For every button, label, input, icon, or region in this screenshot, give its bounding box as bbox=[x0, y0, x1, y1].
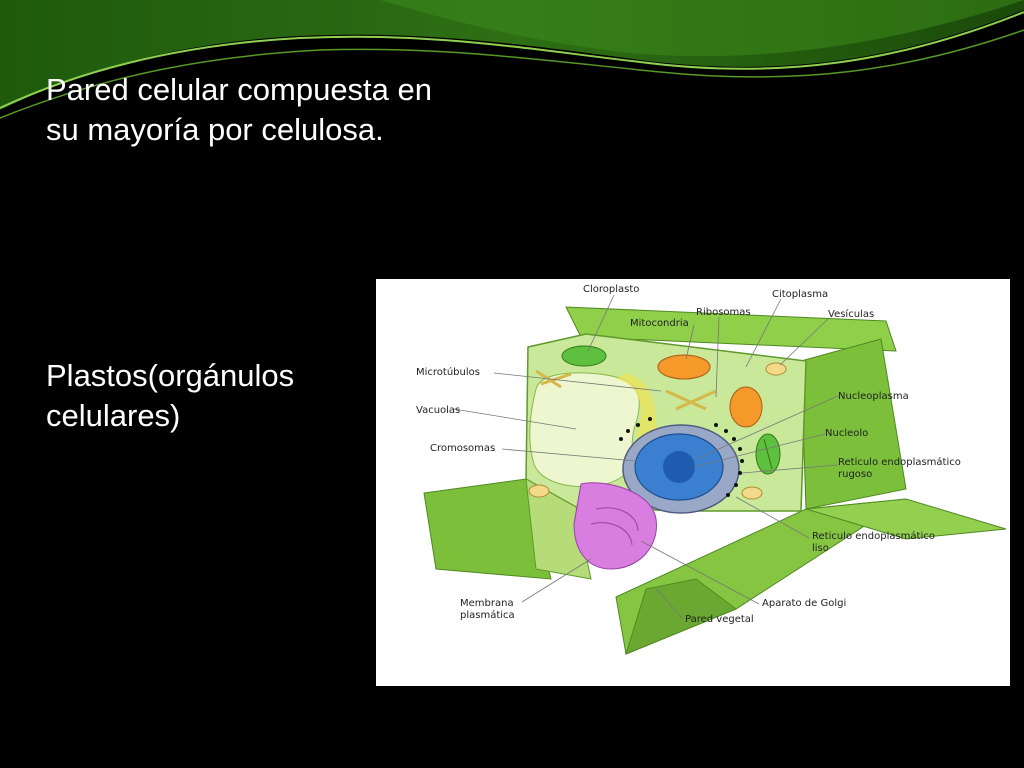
label-pared-vegetal: Pared vegetal bbox=[685, 614, 754, 625]
label-ribosomas: Ribosomas bbox=[696, 307, 751, 318]
label-vesiculas: Vesículas bbox=[828, 308, 874, 320]
label-microtubulos: Microtúbulos bbox=[416, 366, 480, 378]
label-golgi: Aparato de Golgi bbox=[762, 598, 846, 609]
label-membrana: Membrana bbox=[460, 598, 514, 609]
plant-cell-illustration: Cloroplasto Citoplasma Ribosomas Mitocon… bbox=[416, 284, 1007, 655]
label-nucleoplasma: Nucleoplasma bbox=[838, 391, 909, 402]
label-reticulo-liso: Reticulo endoplasmático bbox=[812, 530, 935, 542]
chloroplast bbox=[561, 345, 607, 367]
label-cromosomas: Cromosomas bbox=[430, 443, 495, 454]
plastids-text: Plastos(orgánulos celulares) bbox=[46, 358, 295, 433]
header-wave-decoration bbox=[0, 0, 1024, 119]
label-reticulo-rugoso-line2: rugoso bbox=[838, 469, 872, 480]
label-reticulo-liso-line2: liso bbox=[812, 543, 829, 554]
mitochondrion bbox=[657, 354, 711, 380]
label-citoplasma: Citoplasma bbox=[772, 289, 828, 300]
plant-cell-diagram: Cloroplasto Citoplasma Ribosomas Mitocon… bbox=[376, 279, 1010, 686]
vesicle bbox=[765, 362, 787, 376]
cell-wall-text: Pared celular compuesta en su mayoría po… bbox=[46, 72, 433, 147]
golgi-apparatus bbox=[573, 482, 657, 570]
label-membrana-line2: plasmática bbox=[460, 609, 515, 621]
label-reticulo-rugoso: Reticulo endoplasmático bbox=[838, 456, 961, 468]
cell-wall-left bbox=[423, 478, 552, 580]
label-mitocondria: Mitocondria bbox=[630, 318, 689, 329]
label-cloroplasto: Cloroplasto bbox=[583, 284, 639, 295]
cell-wall-top bbox=[565, 306, 897, 352]
nucleolus bbox=[663, 451, 695, 483]
label-vacuolas: Vacuolas bbox=[416, 405, 460, 416]
label-nucleolo: Nucleolo bbox=[825, 428, 868, 439]
cell-wall-right bbox=[800, 338, 907, 510]
